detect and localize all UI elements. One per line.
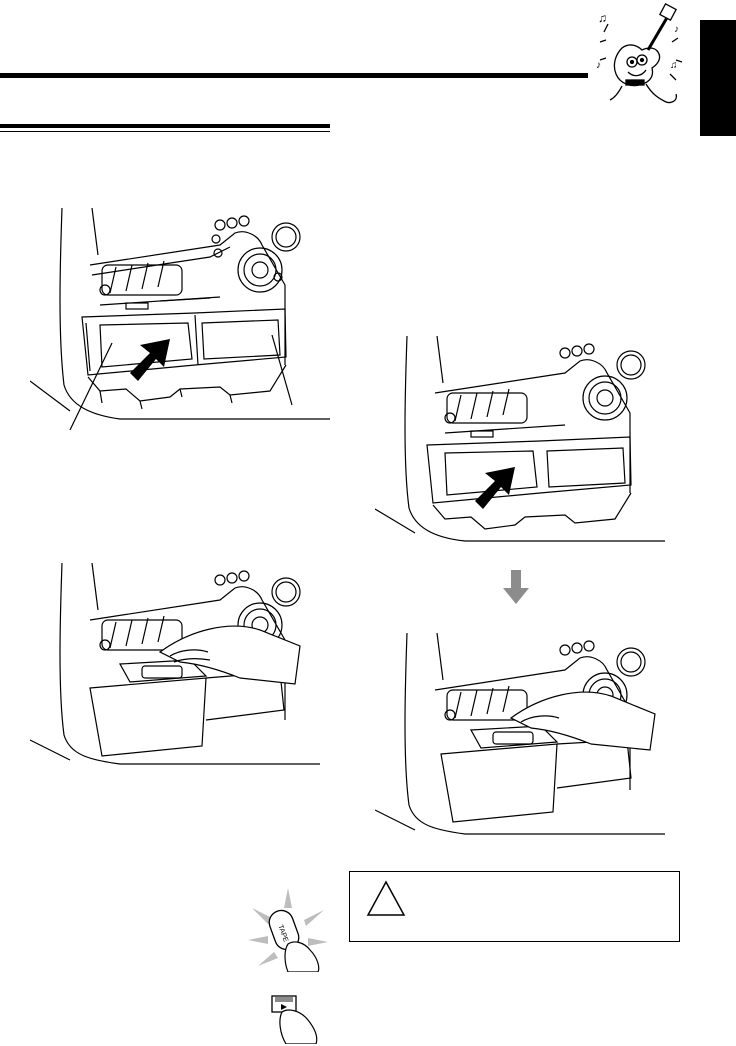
- header-rule: [0, 73, 588, 78]
- svg-text:♫: ♫: [670, 60, 678, 71]
- tape-button-illustration: TAPE: [248, 888, 328, 972]
- caution-box: [349, 871, 680, 942]
- tape-deck-eject-illustration: [375, 335, 665, 542]
- down-arrow-icon: [503, 570, 529, 604]
- tape-insert-hand-illustration: [30, 562, 320, 765]
- language-tab: [700, 20, 736, 136]
- section-rule: [0, 124, 330, 128]
- svg-text:♪: ♪: [596, 60, 601, 71]
- warning-triangle-icon: [366, 880, 406, 916]
- tape-insert-hand-illustration: [375, 632, 665, 835]
- svg-text:♪: ♪: [674, 24, 679, 35]
- play-button-icon: [271, 995, 318, 1044]
- tape-deck-eject-illustration: [30, 207, 330, 431]
- section-rule-thin: [0, 131, 330, 132]
- svg-text:♫: ♫: [598, 11, 607, 25]
- guitar-mascot-icon: ♫ ♪ ♪ ♫: [596, 3, 683, 104]
